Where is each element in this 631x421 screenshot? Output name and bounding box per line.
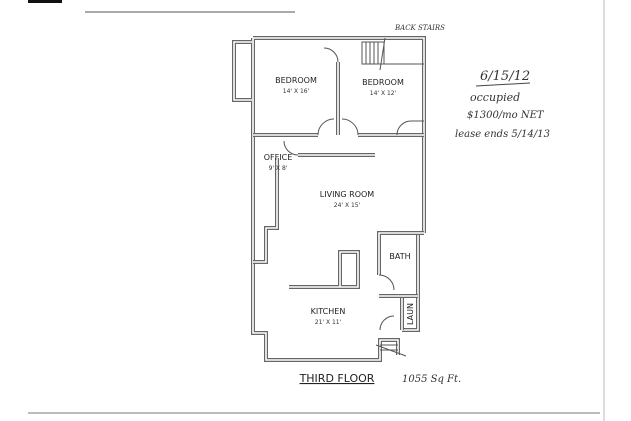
bedroom-2-size: 14' X 12' [370, 90, 397, 97]
note-status: occupied [470, 91, 520, 104]
note-lease: lease ends 5/14/13 [455, 129, 550, 140]
note-date: 6/15/12 [480, 69, 530, 84]
office-label: OFFICE [264, 153, 293, 162]
kitchen-label: KITCHEN [311, 307, 346, 316]
corner-mark [28, 0, 62, 3]
back-stairs-label: BACK STAIRS [394, 24, 445, 32]
living-room-label: LIVING ROOM [320, 190, 375, 199]
bedroom-1-label: BEDROOM [275, 76, 317, 85]
bath-label: BATH [389, 252, 410, 261]
floor-title: THIRD FLOOR [299, 372, 375, 385]
kitchen-size: 21' X 11' [315, 319, 342, 326]
area-note: 1055 Sq Ft. [402, 374, 461, 385]
bedroom-2-label: BEDROOM [362, 78, 404, 87]
walls [232, 36, 426, 362]
laundry-label: LAUN [406, 303, 415, 325]
back-stairs [361, 37, 424, 71]
note-rent: $1300/mo NET [467, 110, 545, 121]
office-size: 9' X 8' [269, 165, 288, 172]
handwritten-notes: 6/15/12 occupied $1300/mo NET lease ends… [455, 69, 550, 140]
living-room-size: 24' X 15' [334, 202, 361, 209]
doors [283, 47, 424, 357]
bedroom-1-size: 14' X 16' [283, 88, 310, 95]
